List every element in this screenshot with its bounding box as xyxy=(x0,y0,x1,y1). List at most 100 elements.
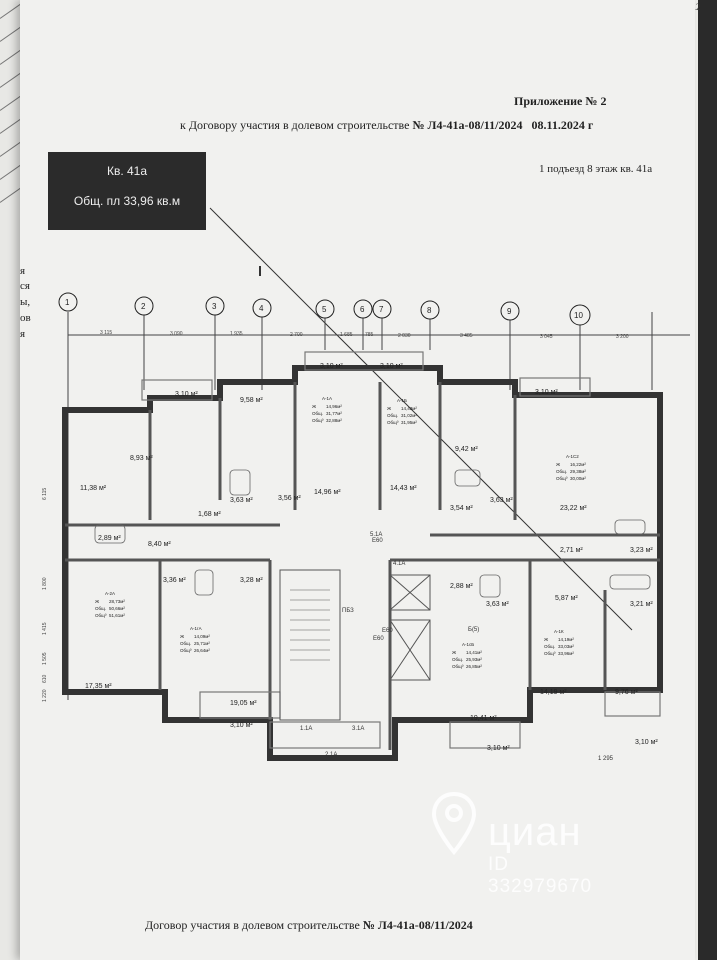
svg-text:51,61м²: 51,61м² xyxy=(109,613,125,618)
svg-text:3,10 м²: 3,10 м² xyxy=(535,389,558,396)
axis-4: 4 xyxy=(259,304,264,313)
svg-text:Общ.: Общ. xyxy=(95,606,106,611)
svg-text:785: 785 xyxy=(365,332,374,338)
svg-text:9,42 м²: 9,42 м² xyxy=(455,446,478,453)
svg-text:3,28 м²: 3,28 м² xyxy=(240,577,263,584)
watermark-id: ID 332979670 xyxy=(488,854,593,897)
svg-text:Ж: Ж xyxy=(387,406,392,411)
svg-text:2,89 м²: 2,89 м² xyxy=(98,535,121,542)
svg-text:1 685: 1 685 xyxy=(340,332,353,338)
edge-text: ов xyxy=(20,312,31,324)
svg-text:Б(5): Б(5) xyxy=(468,627,479,633)
svg-text:3,56 м²: 3,56 м² xyxy=(278,495,301,502)
location-pin-icon xyxy=(431,791,477,856)
svg-text:2.1А: 2.1А xyxy=(325,752,337,758)
svg-text:Ж: Ж xyxy=(556,462,561,467)
svg-text:6 115: 6 115 xyxy=(42,488,48,500)
svg-text:14,96м²: 14,96м² xyxy=(326,404,342,409)
axis-labels: 1 2 3 4 5 6 7 8 9 10 xyxy=(58,292,591,326)
svg-text:3,10 м²: 3,10 м² xyxy=(320,363,343,370)
svg-text:50,66м²: 50,66м² xyxy=(109,606,125,611)
svg-text:1.1А: 1.1А xyxy=(300,726,312,732)
top-dimensions: 3 115 3 090 1 935 2 700 1 685 785 2 030 … xyxy=(100,330,629,340)
svg-text:1 935: 1 935 xyxy=(230,331,243,337)
apartment-callout: Кв. 41а Общ. пл 33,96 кв.м xyxy=(48,152,206,230)
svg-text:14,96 м²: 14,96 м² xyxy=(314,489,341,496)
svg-text:Ж: Ж xyxy=(452,650,457,655)
svg-text:25,71м²: 25,71м² xyxy=(194,641,210,646)
svg-text:3 200: 3 200 xyxy=(616,334,629,340)
svg-text:4.1А: 4.1А xyxy=(393,561,405,567)
svg-text:16,22м²: 16,22м² xyxy=(570,462,586,467)
svg-text:2 700: 2 700 xyxy=(290,332,303,338)
svg-text:5.1А: 5.1А xyxy=(370,532,382,538)
appendix-title: Приложение № 2 xyxy=(514,94,607,108)
svg-text:3,10 м²: 3,10 м² xyxy=(175,391,198,398)
svg-text:Общ⁰: Общ⁰ xyxy=(387,420,399,425)
svg-text:32,88м²: 32,88м² xyxy=(326,418,342,423)
contract-line: к Договору участия в долевом строительст… xyxy=(180,118,593,133)
contract-date: 08.11.2024 г xyxy=(531,118,594,132)
svg-text:33,03м²: 33,03м² xyxy=(558,644,574,649)
svg-text:3,21 м²: 3,21 м² xyxy=(630,601,653,608)
svg-text:Общ⁰: Общ⁰ xyxy=(452,664,464,669)
svg-text:25,93м²: 25,93м² xyxy=(466,657,482,662)
svg-text:3,10 м²: 3,10 м² xyxy=(635,739,658,746)
svg-text:Общ⁰: Общ⁰ xyxy=(95,613,107,618)
svg-text:9,58 м²: 9,58 м² xyxy=(240,397,263,404)
svg-text:5,87 м²: 5,87 м² xyxy=(555,595,578,602)
svg-text:Общ⁰: Общ⁰ xyxy=(556,476,568,481)
svg-text:А-1сБ: А-1сБ xyxy=(462,642,474,647)
entrance-floor-label: 1 подъезд 8 этаж кв. 41а xyxy=(539,163,653,175)
edge-text: ся xyxy=(20,280,30,292)
outer-walls xyxy=(62,365,663,761)
svg-text:14,19м²: 14,19м² xyxy=(558,637,574,642)
contract-number: № Л4-41а-08/11/2024 xyxy=(412,118,523,132)
svg-text:Общ⁰: Общ⁰ xyxy=(180,648,192,653)
svg-text:14,43 м²: 14,43 м² xyxy=(390,485,417,492)
svg-text:3,63 м²: 3,63 м² xyxy=(230,497,253,504)
svg-text:3,23 м²: 3,23 м² xyxy=(630,547,653,554)
svg-text:Общ.: Общ. xyxy=(312,411,323,416)
svg-text:Общ⁰: Общ⁰ xyxy=(544,651,556,656)
svg-text:11,38 м²: 11,38 м² xyxy=(80,485,107,492)
axis-2: 2 xyxy=(141,302,146,311)
svg-text:Е60: Е60 xyxy=(373,636,384,642)
svg-text:1 220: 1 220 xyxy=(42,689,48,702)
svg-text:14,09м²: 14,09м² xyxy=(194,634,210,639)
svg-text:31,77м²: 31,77м² xyxy=(326,411,342,416)
svg-text:А-2А: А-2А xyxy=(105,591,115,596)
axis-3: 3 xyxy=(212,302,217,311)
fixtures xyxy=(94,469,651,598)
svg-text:31,95м²: 31,95м² xyxy=(401,420,417,425)
svg-text:14,41м²: 14,41м² xyxy=(466,650,482,655)
axis-10: 10 xyxy=(574,311,583,320)
axis-1: 1 xyxy=(65,298,70,307)
svg-text:3,63 м²: 3,63 м² xyxy=(490,497,513,504)
svg-text:Общ.: Общ. xyxy=(556,469,567,474)
svg-text:29,38м²: 29,38м² xyxy=(570,469,586,474)
svg-text:А-1Б: А-1Б xyxy=(397,398,407,403)
svg-text:33,96м²: 33,96м² xyxy=(558,651,574,656)
svg-text:3,10 м²: 3,10 м² xyxy=(487,745,510,752)
svg-text:31,02м²: 31,02м² xyxy=(401,413,417,418)
svg-text:Ж: Ж xyxy=(544,637,549,642)
svg-text:Ж: Ж xyxy=(95,599,100,604)
svg-text:А-1А: А-1А xyxy=(322,396,332,401)
svg-text:3 115: 3 115 xyxy=(100,330,112,336)
svg-text:2,71 м²: 2,71 м² xyxy=(560,547,583,554)
svg-text:2,88 м²: 2,88 м² xyxy=(450,583,473,590)
svg-text:2 030: 2 030 xyxy=(398,333,411,339)
apartment-number: Кв. 41а xyxy=(106,164,148,178)
left-dimensions: 6 115 1 800 1 415 1 505 610 1 220 xyxy=(42,488,48,702)
svg-text:Ж: Ж xyxy=(180,634,185,639)
svg-text:28,73м²: 28,73м² xyxy=(109,599,125,604)
svg-text:Общ.: Общ. xyxy=(452,657,463,662)
svg-text:3 045: 3 045 xyxy=(540,334,553,340)
svg-text:1 415: 1 415 xyxy=(42,622,48,635)
